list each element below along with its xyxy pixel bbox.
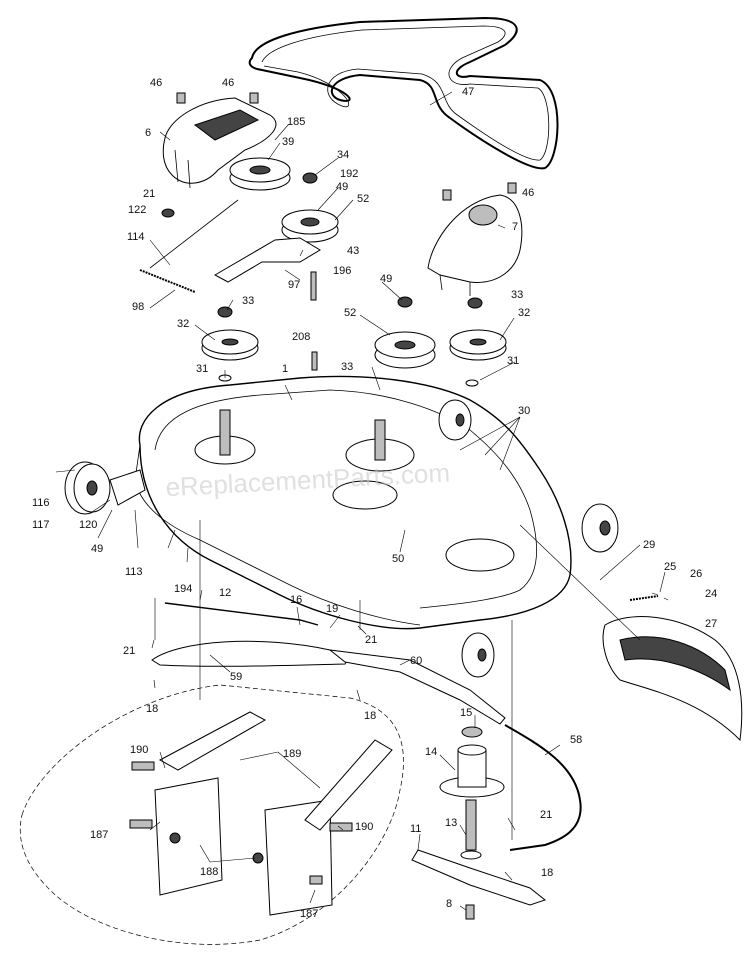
label-190b: 190 [355,821,373,833]
label-97: 97 [288,279,300,291]
mower-blade [411,849,547,906]
spindle-pulley-32a [201,329,259,361]
label-34: 34 [337,149,349,161]
label-208: 208 [292,331,310,343]
label-187b: 187 [300,908,318,920]
label-194: 194 [174,583,192,595]
label-26: 26 [690,568,702,580]
gauge-wheel-rear-left [438,399,472,441]
label-52b: 52 [344,307,356,319]
label-120: 120 [79,519,97,531]
gauge-wheel-front [461,632,495,678]
part-labels: 46 46 46 47 6 185 39 34 192 49 52 21 122… [32,77,717,920]
wheel-bracket [109,469,146,506]
label-21b: 21 [123,645,135,657]
label-31b: 31 [507,355,519,367]
label-16: 16 [290,594,302,606]
lift-link-59 [151,640,351,667]
idler-rod [149,199,239,269]
label-21d: 21 [540,809,552,821]
label-33a: 33 [242,295,254,307]
label-15: 15 [460,707,472,719]
label-46a: 46 [150,77,162,89]
label-60: 60 [410,655,422,667]
label-14: 14 [425,746,437,758]
label-12: 12 [219,587,231,599]
label-43: 43 [347,245,359,257]
label-33c: 33 [341,361,353,373]
spindle-shaft [460,799,482,860]
label-7: 7 [512,221,518,233]
label-24: 24 [705,588,717,600]
spindle-housing [439,726,505,798]
label-122: 122 [128,204,146,216]
label-19: 19 [326,603,338,615]
label-25: 25 [664,561,676,573]
label-6: 6 [145,127,151,139]
label-49a: 49 [336,181,348,193]
label-13: 13 [445,817,457,829]
hardware-small [161,92,517,400]
label-58: 58 [570,734,582,746]
idler-arm [213,237,321,283]
gauge-wheel-right [581,503,619,553]
label-8: 8 [446,898,452,910]
label-18a: 18 [146,703,158,715]
idler-pulley-52b [374,331,436,369]
label-192: 192 [340,168,358,180]
inset-outline [19,684,404,945]
spindle-pulley-32b [449,329,507,361]
label-32b: 32 [518,307,530,319]
label-30: 30 [518,405,530,417]
leader-lines [55,91,669,911]
label-116: 116 [32,497,50,509]
label-189: 189 [283,748,301,760]
label-59: 59 [230,671,242,683]
label-190a: 190 [130,744,148,756]
label-1: 1 [282,363,288,375]
spring [139,269,196,293]
label-52a: 52 [357,193,369,205]
label-27: 27 [705,618,717,630]
bracket-plate-right [264,739,393,916]
label-11: 11 [410,823,421,835]
label-21a: 21 [143,188,155,200]
label-50: 50 [392,553,404,565]
label-29: 29 [643,539,655,551]
lift-link-58 [504,724,582,851]
gauge-wheel-left [64,461,111,515]
label-49c: 49 [91,543,103,555]
label-21c: 21 [365,634,377,646]
idler-pulley-39 [229,157,291,191]
label-114: 114 [127,231,145,243]
label-46b: 46 [222,77,234,89]
idler-pulley-52a [281,209,339,243]
label-47: 47 [462,86,474,98]
label-32a: 32 [177,318,189,330]
label-187a: 187 [90,829,108,841]
label-113: 113 [125,566,143,578]
drive-belt [248,16,559,170]
label-196: 196 [333,265,351,277]
label-18c: 18 [541,867,553,879]
label-98: 98 [132,301,144,313]
label-188: 188 [200,866,218,878]
label-39: 39 [282,136,294,148]
label-117: 117 [32,519,50,531]
front-link [164,602,319,626]
label-18b: 18 [364,710,376,722]
lift-link-60 [328,649,506,725]
label-185: 185 [287,116,305,128]
deck-cover-right [427,194,523,283]
label-46c: 46 [522,187,534,199]
label-33b: 33 [511,289,523,301]
label-31a: 31 [196,363,208,375]
bracket-plate-left [154,711,267,896]
label-49b: 49 [380,273,392,285]
